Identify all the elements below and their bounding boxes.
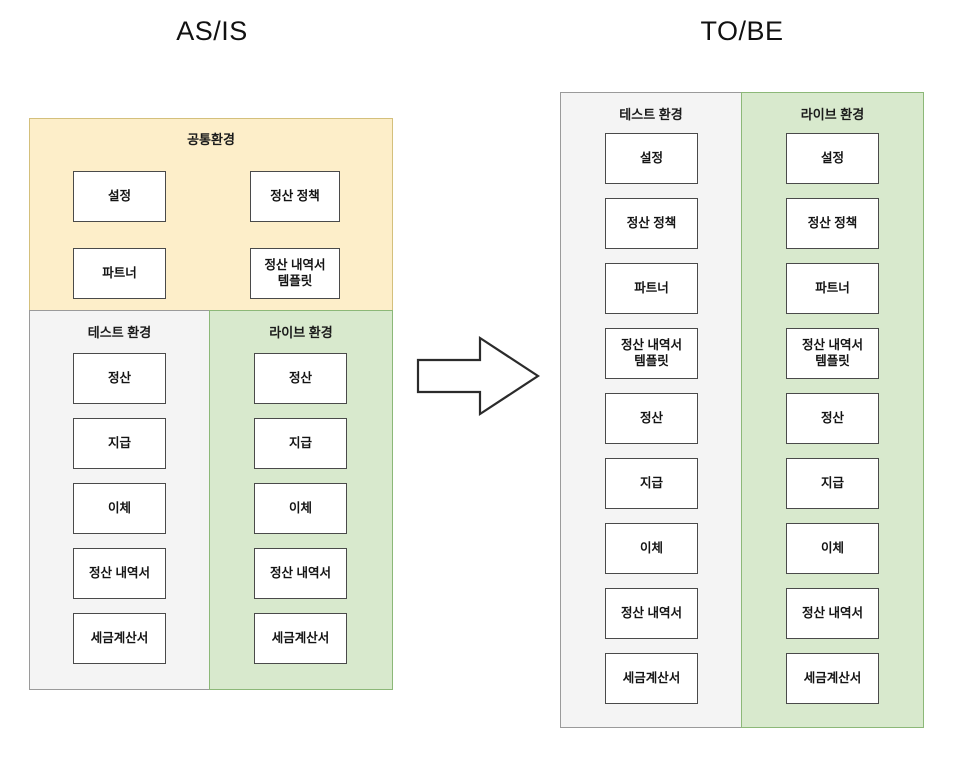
- asis-test-node-4[interactable]: 정산 내역서: [73, 548, 166, 599]
- tobe-live-node-7[interactable]: 이체: [786, 523, 879, 574]
- right-arrow-icon: [414, 330, 542, 422]
- asis-common-environment-label: 공통환경: [187, 132, 235, 147]
- tobe-test-node-7[interactable]: 이체: [605, 523, 698, 574]
- tobe-live-node-8[interactable]: 정산 내역서: [786, 588, 879, 639]
- asis-live-node-1[interactable]: 정산: [254, 353, 347, 404]
- tobe-live-node-3[interactable]: 파트너: [786, 263, 879, 314]
- tobe-live-environment-label: 라이브 환경: [800, 107, 865, 122]
- asis-test-node-2[interactable]: 지급: [73, 418, 166, 469]
- asis-live-node-2[interactable]: 지급: [254, 418, 347, 469]
- asis-common-node-1[interactable]: 설정: [73, 171, 166, 222]
- tobe-live-node-1[interactable]: 설정: [786, 133, 879, 184]
- tobe-test-node-5[interactable]: 정산: [605, 393, 698, 444]
- tobe-test-node-4[interactable]: 정산 내역서 템플릿: [605, 328, 698, 379]
- asis-title: AS/IS: [176, 16, 248, 46]
- tobe-live-node-6[interactable]: 지급: [786, 458, 879, 509]
- tobe-test-node-9[interactable]: 세금계산서: [605, 653, 698, 704]
- tobe-test-node-6[interactable]: 지급: [605, 458, 698, 509]
- asis-live-node-4[interactable]: 정산 내역서: [254, 548, 347, 599]
- tobe-live-node-4[interactable]: 정산 내역서 템플릿: [786, 328, 879, 379]
- asis-common-node-4[interactable]: 정산 내역서 템플릿: [250, 248, 340, 299]
- asis-common-node-2[interactable]: 정산 정책: [250, 171, 340, 222]
- asis-live-node-3[interactable]: 이체: [254, 483, 347, 534]
- tobe-test-node-3[interactable]: 파트너: [605, 263, 698, 314]
- tobe-live-node-9[interactable]: 세금계산서: [786, 653, 879, 704]
- tobe-test-node-8[interactable]: 정산 내역서: [605, 588, 698, 639]
- asis-common-node-3[interactable]: 파트너: [73, 248, 166, 299]
- asis-live-node-5[interactable]: 세금계산서: [254, 613, 347, 664]
- asis-test-node-3[interactable]: 이체: [73, 483, 166, 534]
- asis-test-node-5[interactable]: 세금계산서: [73, 613, 166, 664]
- tobe-test-environment-label: 테스트 환경: [619, 107, 683, 122]
- tobe-live-node-5[interactable]: 정산: [786, 393, 879, 444]
- tobe-title: TO/BE: [700, 16, 784, 46]
- asis-live-environment-label: 라이브 환경: [269, 325, 333, 340]
- tobe-test-node-1[interactable]: 설정: [605, 133, 698, 184]
- tobe-test-node-2[interactable]: 정산 정책: [605, 198, 698, 249]
- tobe-live-node-2[interactable]: 정산 정책: [786, 198, 879, 249]
- asis-test-environment-label: 테스트 환경: [87, 325, 152, 340]
- asis-test-node-1[interactable]: 정산: [73, 353, 166, 404]
